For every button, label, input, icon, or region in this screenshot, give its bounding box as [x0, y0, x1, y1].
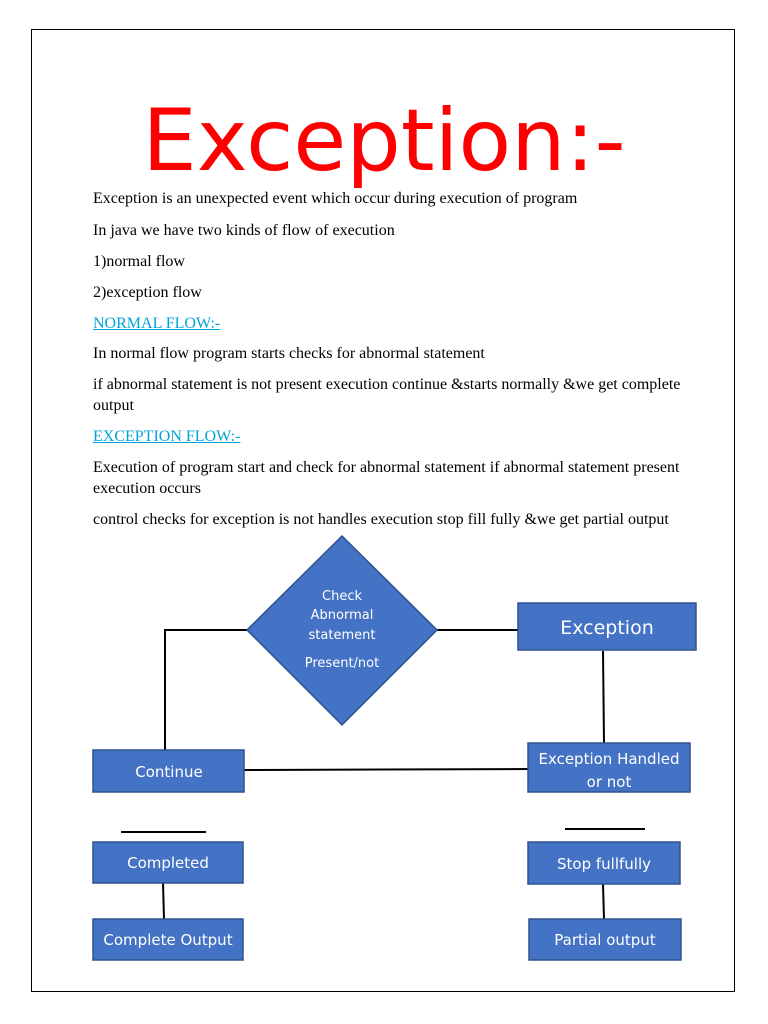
normal-flow-item: 1)normal flow [93, 253, 185, 270]
exception-flow-detail: control checks for exception is not hand… [93, 511, 669, 528]
flow-kinds-text: In java we have two kinds of flow of exe… [93, 222, 395, 239]
definition-text: Exception is an unexpected event which o… [93, 190, 578, 207]
exception-flow-item: 2)exception flow [93, 284, 202, 301]
normal-flow-detail: if abnormal statement is not present exe… [93, 376, 681, 414]
exception-flow-heading[interactable]: EXCEPTION FLOW:- [93, 428, 241, 445]
page-border [31, 29, 735, 992]
normal-flow-heading[interactable]: NORMAL FLOW:- [93, 315, 221, 332]
page-title: Exception:- [142, 91, 626, 191]
normal-flow-description: In normal flow program starts checks for… [93, 345, 485, 362]
exception-flow-description: Execution of program start and check for… [93, 459, 680, 497]
